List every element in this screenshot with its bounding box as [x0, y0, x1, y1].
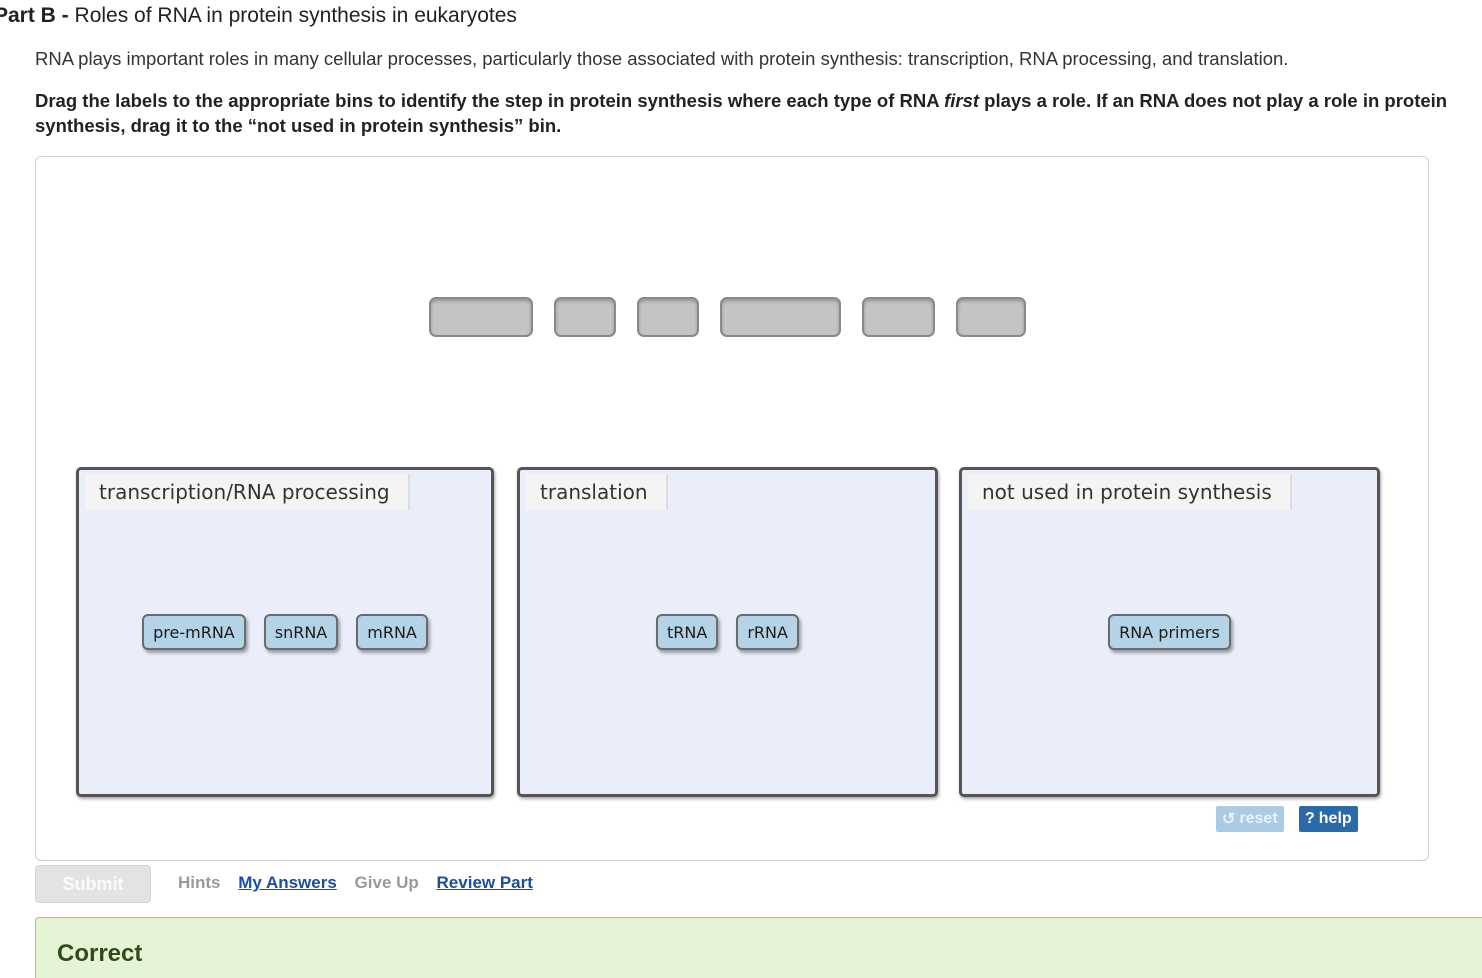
- bin-chips: RNA primers: [962, 614, 1377, 650]
- review-part-link[interactable]: Review Part: [436, 873, 533, 892]
- help-button[interactable]: ? help: [1299, 806, 1358, 832]
- action-links: Hints My Answers Give Up Review Part: [178, 873, 546, 893]
- instructions-line2: synthesis, drag it to the “not used in p…: [35, 115, 562, 136]
- submit-button[interactable]: Submit: [35, 865, 151, 903]
- bin-label: not used in protein synthesis: [968, 474, 1292, 510]
- feedback-title: Correct: [57, 940, 143, 967]
- part-title-text: Roles of RNA in protein synthesis in euk…: [74, 4, 517, 27]
- reset-button[interactable]: ↺ reset: [1216, 806, 1284, 832]
- instructions: Drag the labels to the appropriate bins …: [35, 88, 1482, 138]
- empty-label-slot: [956, 297, 1026, 337]
- bin-translation[interactable]: translation tRNA rRNA: [517, 467, 938, 797]
- label-chip-pre-mrna[interactable]: pre-mRNA: [142, 614, 246, 650]
- bin-label: translation: [526, 474, 668, 510]
- instructions-emphasis: first: [944, 90, 980, 111]
- label-chip-snrna[interactable]: snRNA: [263, 614, 339, 650]
- bin-not-used[interactable]: not used in protein synthesis RNA primer…: [959, 467, 1380, 797]
- bin-chips: pre-mRNA snRNA mRNA: [79, 614, 491, 650]
- instructions-part1: Drag the labels to the appropriate bins …: [35, 90, 945, 111]
- feedback-box: Correct: [35, 917, 1482, 978]
- empty-label-slot: [429, 297, 533, 337]
- give-up-link[interactable]: Give Up: [354, 873, 419, 892]
- part-prefix: Part B -: [0, 4, 69, 27]
- intro-text: RNA plays important roles in many cellul…: [35, 48, 1289, 69]
- help-label: help: [1318, 810, 1352, 827]
- bin-label: transcription/RNA processing: [85, 474, 410, 510]
- empty-label-slot: [862, 297, 935, 337]
- part-title: Part B - Roles of RNA in protein synthes…: [0, 4, 517, 28]
- label-chip-rrna[interactable]: rRNA: [736, 614, 799, 650]
- bin-transcription-rna-processing[interactable]: transcription/RNA processing pre-mRNA sn…: [76, 467, 494, 797]
- empty-label-slot: [554, 297, 616, 337]
- bin-chips: tRNA rRNA: [520, 614, 935, 650]
- label-chip-rna-primers[interactable]: RNA primers: [1108, 614, 1231, 650]
- label-chip-mrna[interactable]: mRNA: [356, 614, 428, 650]
- reset-label: reset: [1239, 810, 1278, 827]
- label-chip-trna[interactable]: tRNA: [656, 614, 719, 650]
- my-answers-link[interactable]: My Answers: [238, 873, 337, 892]
- question-icon: ?: [1305, 810, 1315, 827]
- hints-link[interactable]: Hints: [178, 873, 221, 892]
- instructions-part2: plays a role. If an RNA does not play a …: [979, 90, 1448, 111]
- empty-label-slot: [720, 297, 841, 337]
- empty-label-slot: [637, 297, 699, 337]
- refresh-icon: ↺: [1222, 811, 1236, 828]
